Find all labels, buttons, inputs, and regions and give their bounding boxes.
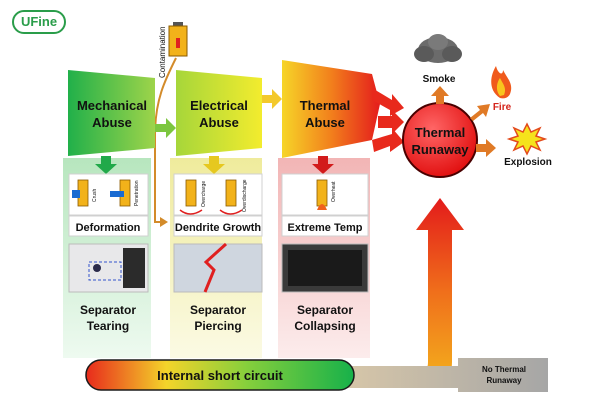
electrical-abuse-box — [176, 70, 262, 156]
internal-short-bar — [85, 359, 355, 391]
runaway-line2: Runaway — [411, 142, 469, 157]
extreme-temp-label: Extreme Temp — [288, 222, 363, 234]
thermal-runaway-ball — [402, 102, 478, 178]
overdischarge-battery-icon — [219, 179, 243, 215]
contamination-arrowhead — [160, 217, 168, 227]
dendrite-label: Dendrite Growth — [175, 222, 261, 234]
explosion-icon — [506, 122, 548, 156]
no-runaway-line1: No Thermal — [482, 365, 526, 374]
elec-to-therm-arrow — [262, 89, 282, 109]
overheat-label: Overheat — [331, 181, 337, 202]
explosion-label: Explosion — [504, 157, 552, 168]
mechanical-abuse-title-line2: Abuse — [92, 115, 132, 130]
contamination-label: Contamination — [158, 26, 167, 78]
short-to-runaway-arrow — [340, 198, 464, 388]
to-explosion-arrow — [476, 139, 496, 157]
fire-icon — [491, 66, 512, 99]
electrical-abuse-title-line2: Abuse — [199, 115, 239, 130]
no-runaway-line2: Runaway — [486, 376, 522, 385]
therm-to-runaway-arrow-2 — [378, 110, 404, 134]
therm-to-runaway-arrow-1 — [372, 88, 404, 116]
tearing-line1: Separator — [80, 303, 136, 317]
electrical-abuse-title-line1: Electrical — [190, 98, 248, 113]
mechanical-abuse-title-line1: Mechanical — [77, 98, 147, 113]
no-runaway-arrow — [340, 358, 548, 392]
ufine-logo: UFine — [12, 10, 66, 34]
overdischarge-label: Overdischarge — [242, 179, 248, 212]
overheat-battery-icon — [316, 179, 328, 210]
therm-to-runaway-arrow-3 — [372, 128, 404, 152]
thermal-abuse-box — [282, 60, 380, 158]
mechanical-abuse-box — [68, 70, 155, 156]
to-smoke-arrow — [431, 86, 449, 104]
contamination-battery-icon — [168, 22, 188, 57]
piercing-line1: Separator — [190, 303, 246, 317]
smoke-cloud-icon — [414, 34, 462, 63]
penetration-icon — [110, 179, 131, 207]
thermal-abuse-title-line1: Thermal — [300, 98, 351, 113]
mech-to-elec-arrow — [155, 118, 176, 138]
contamination-line — [154, 57, 177, 223]
mech-down-arrow — [95, 156, 117, 174]
runaway-line1: Thermal — [415, 125, 466, 140]
piercing-line2: Piercing — [194, 319, 241, 333]
deformation-label-box — [68, 215, 149, 237]
elec-down-arrow — [203, 156, 225, 174]
collapsing-line2: Collapsing — [294, 319, 355, 333]
dendrite-label-box — [173, 215, 263, 237]
internal-short-label: Internal short circuit — [157, 368, 283, 383]
to-fire-arrow — [470, 104, 490, 121]
thermal-abuse-title-line2: Abuse — [305, 115, 345, 130]
tearing-line2: Tearing — [87, 319, 129, 333]
collapsing-line1: Separator — [297, 303, 353, 317]
extreme-temp-label-box — [281, 215, 369, 237]
crush-icon — [72, 179, 89, 207]
therm-down-arrow — [312, 156, 334, 174]
smoke-label: Smoke — [423, 74, 456, 85]
deformation-label: Deformation — [76, 222, 141, 234]
overcharge-label: Overcharge — [201, 181, 207, 207]
crush-label: Crush — [92, 188, 98, 202]
penetration-label: Penetration — [134, 180, 140, 206]
fire-label: Fire — [493, 102, 512, 113]
overcharge-battery-icon — [179, 179, 203, 215]
